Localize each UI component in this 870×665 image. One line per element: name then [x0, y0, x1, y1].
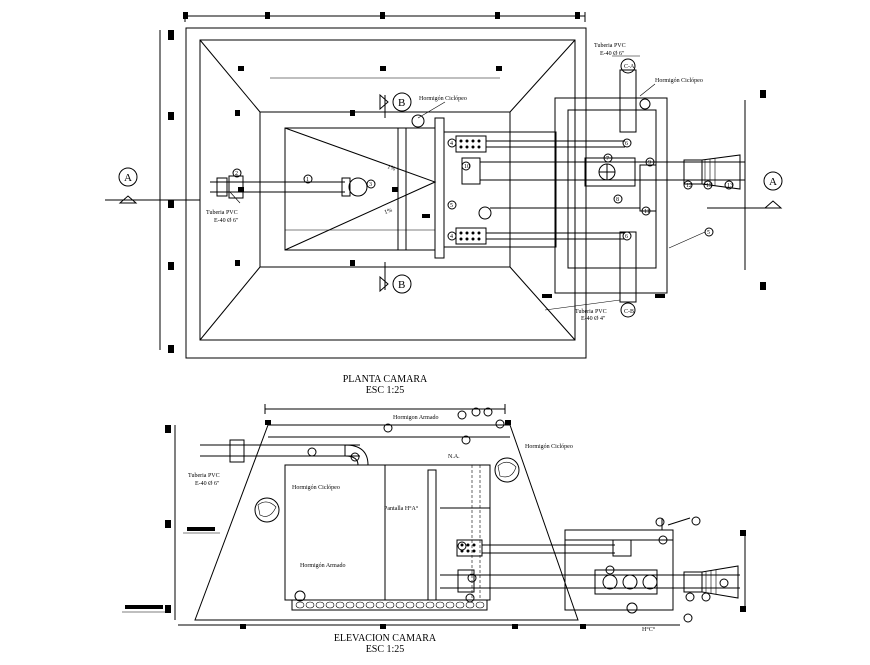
plan-section-a-right: A — [769, 176, 777, 188]
plan-section-b-bottom: B — [398, 279, 405, 291]
elev-hc: H°C° — [642, 626, 656, 633]
callout-1: 1 — [306, 177, 309, 183]
plan-title: PLANTA CAMARA — [343, 374, 428, 385]
elevation-scale: ESC 1:25 — [366, 644, 405, 655]
valve-chamber-inner — [567, 109, 657, 269]
elev-hormigon-armado-top: Hormigon Armado — [393, 415, 439, 421]
section-b-bottom-marker — [392, 274, 412, 294]
callout-12: 12 — [686, 183, 692, 189]
plan-view: Hormigón Ciclópeo Hormigón Ciclópeo Tube… — [105, 12, 783, 396]
elev-pipe-line1: Tuberia PVC — [188, 473, 220, 479]
callout-6a: 6 — [625, 141, 628, 147]
elev-pipe-line2: E-40 Ø 6" — [195, 481, 220, 487]
elev-hormigon-ciclopeo-left: Hormigón Ciclópeo — [292, 485, 340, 491]
outlet-pipe — [478, 206, 492, 220]
section-a-right-marker — [763, 171, 783, 191]
valve-box — [443, 131, 557, 248]
pipe-ca — [619, 69, 637, 133]
pipe-cb-end — [620, 302, 636, 318]
weir-wall — [397, 127, 407, 251]
elev-hormigon-ciclopeo-right: Hormigón Ciclópeo — [525, 444, 573, 450]
callout-3: 3 — [369, 182, 372, 188]
elevation-view: Hormigon Armado Hormigón Armado Hormigón… — [122, 404, 746, 655]
plan-tag-cb: C-B — [624, 309, 634, 315]
callout-5: 5 — [450, 203, 453, 209]
stone-left — [254, 497, 280, 523]
callout-4a: 4 — [450, 141, 453, 147]
callout-6b: 6 — [625, 234, 628, 240]
plan-section-a-left: A — [124, 172, 132, 184]
inner-chamber — [284, 127, 436, 251]
callout-11: 11 — [644, 209, 650, 215]
riser — [639, 164, 657, 212]
elevation-screen — [427, 469, 437, 601]
pipe-ca-end — [620, 58, 636, 74]
outlet-bell — [701, 154, 741, 190]
elev-hormigon-armado-bottom: Hormigón Armado — [300, 563, 346, 569]
stone-right — [494, 457, 520, 483]
gate-valve — [584, 157, 636, 187]
filter-block-1 — [455, 135, 487, 153]
plan-pipe-bottom-line1: Tuberia PVC — [575, 309, 607, 315]
plan-tag-ca: C-A — [624, 64, 635, 70]
section-a-left-marker — [118, 167, 138, 187]
filter-block-2 — [455, 227, 487, 245]
outer-wall — [199, 39, 576, 341]
plan-pipe-top-line2: E-40 Ø 6" — [600, 51, 625, 57]
callout-8: 8 — [616, 197, 619, 203]
screen-panel — [434, 117, 445, 259]
callout-2: 2 — [235, 171, 238, 177]
plan-section-b-top: B — [398, 97, 405, 109]
plan-scale: ESC 1:25 — [366, 385, 405, 396]
plan-pipe-bottom-line2: E-40 Ø 4" — [581, 316, 606, 322]
elev-pantalla: Pantalla H°A° — [384, 505, 419, 512]
callout-10: 10 — [464, 164, 470, 170]
elevation-walls — [194, 424, 579, 621]
plan-pipe-in-line1: Tuberia PVC — [206, 210, 238, 216]
plan-slope-2: 1% — [384, 208, 394, 216]
rebar-marks — [168, 12, 766, 353]
plan-pipe-in-line2: E-40 Ø 6" — [214, 218, 239, 224]
outer-slab — [185, 27, 587, 359]
plan-hormigon-ciclopeo-2: Hormigón Ciclópeo — [655, 78, 703, 84]
valve-chamber-outer — [554, 97, 668, 294]
elev-na: N.A. — [448, 454, 460, 460]
section-b-top-marker — [392, 92, 412, 112]
callout-4b: 4 — [450, 234, 453, 240]
elev-filter-block — [456, 539, 483, 557]
plan-hormigon-ciclopeo-1: Hormigón Ciclópeo — [419, 96, 467, 102]
callout-13b: 13 — [727, 183, 733, 189]
gravel-bed — [291, 599, 488, 611]
plan-pipe-top-line1: Tuberia PVC — [594, 43, 626, 49]
callout-9: 9 — [648, 160, 651, 166]
pipe-cb — [619, 231, 637, 303]
callout-5b: 5 — [707, 230, 710, 236]
elevation-title: ELEVACION CAMARA — [334, 633, 437, 644]
callout-circles — [232, 138, 734, 241]
plan-slope-1: 1% — [386, 164, 396, 172]
elev-valve-chamber — [564, 529, 674, 611]
callout-13a: 13 — [706, 183, 712, 189]
callout-7: 7 — [606, 156, 609, 162]
